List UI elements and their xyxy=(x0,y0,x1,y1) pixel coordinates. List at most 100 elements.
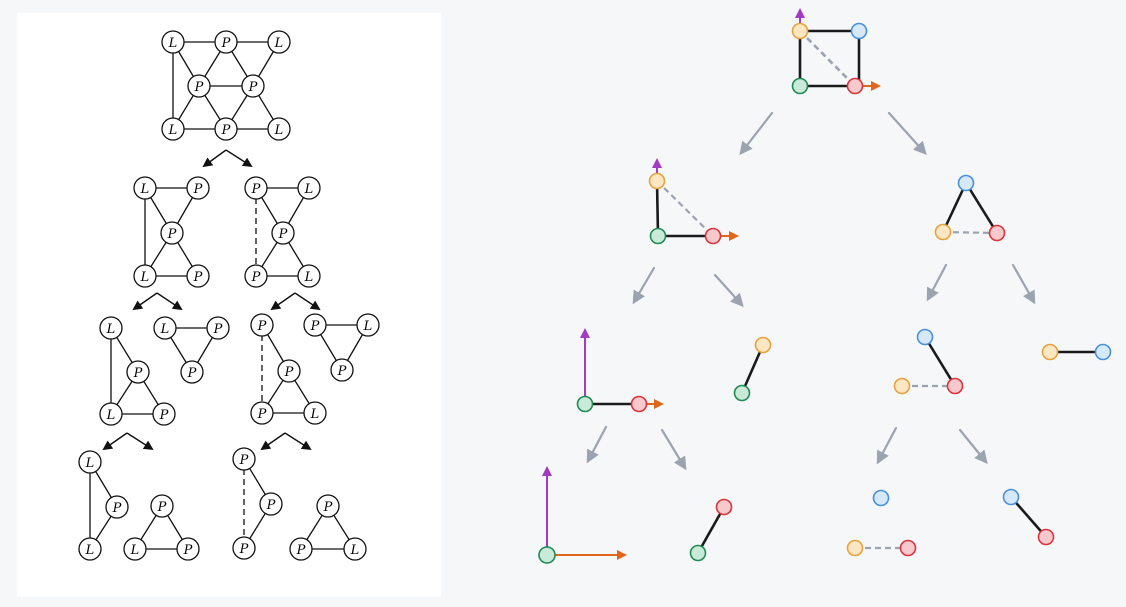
orange-node xyxy=(1041,343,1059,361)
node-label: L xyxy=(106,322,116,337)
graph-node: P xyxy=(250,401,274,425)
graph-node: P xyxy=(186,264,210,288)
left-level1-graph-a: L P P L P xyxy=(133,176,210,288)
node-label: P xyxy=(257,407,267,422)
left-level3-graph-b: P L P xyxy=(123,494,200,561)
node-label: L xyxy=(140,182,150,197)
graph-node: P xyxy=(259,492,283,516)
graph-node: P xyxy=(105,495,129,519)
right-level2-graph-d xyxy=(1041,343,1112,361)
left-root-nodes: L P L P P L P L xyxy=(161,30,291,141)
graph-node: L xyxy=(153,316,177,340)
node-label: L xyxy=(304,182,314,197)
graph-node: L xyxy=(297,176,321,200)
orange-node xyxy=(846,539,864,557)
node-label: P xyxy=(296,543,306,558)
right-level3-graph-c xyxy=(846,489,917,557)
graph-node: P xyxy=(186,176,210,200)
orange-node xyxy=(648,172,666,190)
left-level3-graph-d: P P L xyxy=(289,494,367,561)
node-label: P xyxy=(284,365,294,380)
node-label: L xyxy=(106,408,116,423)
graph-node: L xyxy=(297,264,321,288)
red-node xyxy=(846,77,864,95)
node-label: L xyxy=(85,543,95,558)
red-node xyxy=(946,377,964,395)
node-label: P xyxy=(159,408,169,423)
right-level1-graph-b xyxy=(934,174,1006,242)
node-label: P xyxy=(221,123,231,138)
node-label: P xyxy=(251,270,261,285)
graph-node: P xyxy=(241,74,265,98)
node-label: P xyxy=(193,270,203,285)
graph-node: L xyxy=(99,402,123,426)
graph-node: P xyxy=(214,117,238,141)
node-label: P xyxy=(239,542,249,557)
node-label: P xyxy=(157,500,167,515)
green-node xyxy=(733,384,751,402)
graph-node: P xyxy=(316,494,340,518)
blue-node xyxy=(1094,343,1112,361)
blue-node xyxy=(850,22,868,40)
left-level1-graph-b: P L P P L xyxy=(244,176,321,288)
graph-node: P xyxy=(244,264,268,288)
node-label: P xyxy=(167,227,177,242)
node-label: P xyxy=(323,500,333,515)
orange-node xyxy=(934,223,952,241)
graph-node: L xyxy=(161,30,185,54)
left-level2-graph-a: L P L P xyxy=(99,316,176,426)
graph-node: P xyxy=(250,313,274,337)
red-node xyxy=(715,498,733,516)
graph-node: L xyxy=(267,117,291,141)
graph-node: L xyxy=(133,176,157,200)
node-label: L xyxy=(310,407,320,422)
left-level3-graph-c: P P P xyxy=(232,447,283,560)
green-node xyxy=(538,546,556,564)
right-level2-graph-a xyxy=(576,328,664,413)
graph-node: P xyxy=(160,221,184,245)
node-label: P xyxy=(183,543,193,558)
graph-node: L xyxy=(133,264,157,288)
graph-node: P xyxy=(126,360,150,384)
red-node xyxy=(704,227,722,245)
node-label: P xyxy=(187,366,197,381)
node-label: P xyxy=(239,453,249,468)
blue-node xyxy=(957,174,975,192)
red-node xyxy=(988,224,1006,242)
node-label: P xyxy=(337,364,347,379)
graph-node: P xyxy=(180,360,204,384)
graph-node: L xyxy=(78,537,102,561)
graph-node: L xyxy=(99,316,123,340)
graph-node: P xyxy=(289,537,313,561)
blue-node xyxy=(1002,488,1020,506)
orange-node xyxy=(791,22,809,40)
graph-node: P xyxy=(176,537,200,561)
split-arrows-root xyxy=(202,149,253,168)
split-arrows-level2 xyxy=(102,432,312,451)
graph-node: P xyxy=(206,316,230,340)
split-arrows-level1 xyxy=(132,292,321,311)
node-label: P xyxy=(266,498,276,513)
graph-node: L xyxy=(303,401,327,425)
graph-node: L xyxy=(267,30,291,54)
graph-node: L xyxy=(343,537,367,561)
graph-node: L xyxy=(161,117,185,141)
node-label: P xyxy=(257,319,267,334)
graph-node: P xyxy=(277,359,301,383)
right-panel xyxy=(538,8,1112,564)
left-level2-graph-b: L P P xyxy=(153,316,230,384)
green-node xyxy=(649,227,667,245)
graph-node: P xyxy=(214,30,238,54)
node-label: P xyxy=(251,182,261,197)
graph-node: L xyxy=(356,313,380,337)
node-label: P xyxy=(193,182,203,197)
gray-split-arrows xyxy=(586,111,1036,471)
graph-node: P xyxy=(150,494,174,518)
graph-node: P xyxy=(232,536,256,560)
left-level2-graph-d: P L P xyxy=(303,313,380,382)
node-label: L xyxy=(274,36,284,51)
node-label: L xyxy=(130,543,140,558)
graph-node: L xyxy=(123,537,147,561)
graph-node: P xyxy=(330,358,354,382)
